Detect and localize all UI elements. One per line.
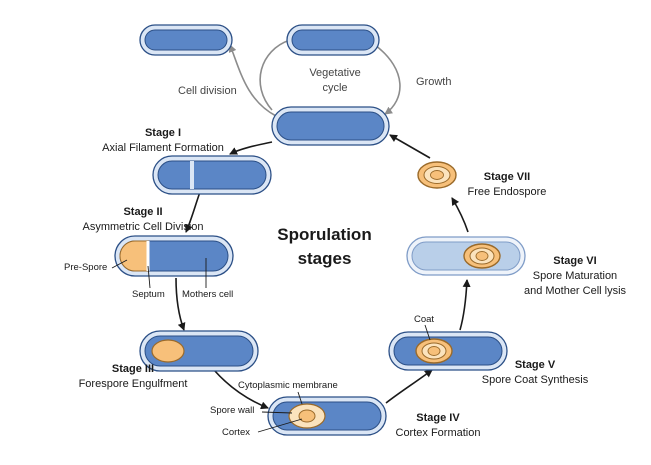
stage-3-title: Stage III (111, 363, 155, 375)
vegetative-line-2: cycle (322, 82, 348, 94)
stage-2-desc: Asymmetric Cell Division (82, 221, 204, 233)
stage-3-desc: Forespore Engulfment (78, 378, 188, 390)
stage-3-label: Stage III Forespore Engulfment (48, 362, 218, 392)
diagram-title: Sporulation stages (262, 223, 387, 271)
arrow-stage-2-to-3 (175, 277, 186, 331)
cytoplasmic-membrane-leader (297, 391, 303, 405)
arrow-stage-3-to-4 (213, 369, 269, 410)
growth-label: Growth (416, 76, 452, 88)
stage-1-cell (152, 155, 272, 195)
title-line-2: stages (297, 249, 352, 268)
stage-1-title: Stage I (144, 127, 182, 139)
stage-6-desc-line-1: Spore Maturation (532, 270, 618, 282)
stage-6-label: Stage VI Spore Maturation and Mother Cel… (500, 254, 650, 299)
stage-7-title: Stage VII (483, 171, 531, 183)
stage-4-title: Stage IV (416, 412, 460, 424)
arrow-stage-5-to-6 (459, 279, 471, 331)
stage-7-desc: Free Endospore (467, 186, 547, 198)
vegetative-cycle-label: Vegetative cycle (295, 66, 375, 96)
coat-label: Coat (414, 314, 435, 325)
stage-7-endospore (417, 161, 457, 189)
stage-2-cell (114, 235, 234, 277)
coat-leader (424, 324, 431, 341)
stage-4-cell (267, 396, 387, 436)
septum-leader (147, 265, 151, 289)
stage-2-title: Stage II (123, 206, 163, 218)
vegetative-loop-arrow (259, 39, 291, 111)
stage-3-cell (139, 330, 259, 372)
stage-1-label: Stage I Axial Filament Formation (78, 126, 248, 156)
stage-5-title: Stage V (514, 359, 556, 371)
arrow-stage-1-to-2 (185, 191, 201, 233)
cytoplasmic-membrane-label: Cytoplasmic membrane (238, 380, 338, 391)
stage-1-desc: Axial Filament Formation (102, 142, 224, 154)
stage-6-title: Stage VI (553, 255, 597, 267)
stage-6-desc-line-2: and Mother Cell lysis (523, 285, 627, 297)
daughter-cell-left (139, 24, 233, 56)
cortex-leader (257, 418, 303, 433)
arrow-to-stage-1 (229, 141, 273, 155)
vegetative-line-1: Vegetative (309, 67, 361, 79)
vegetative-cell (271, 106, 390, 146)
arrow-stage-6-to-7 (451, 197, 469, 233)
stage-6-cell (406, 236, 526, 276)
stage-5-cell (388, 331, 508, 371)
title-line-1: Sporulation (277, 225, 372, 244)
pre-spore-label: Pre-Spore (64, 262, 108, 273)
growth-arrow (374, 44, 401, 115)
arrow-stage-4-to-5 (385, 369, 433, 404)
spore-wall-leader (261, 411, 293, 414)
stage-5-desc: Spore Coat Synthesis (481, 374, 589, 386)
cortex-label: Cortex (222, 427, 250, 438)
septum-label: Septum (132, 289, 165, 300)
cell-division-arrow (228, 44, 277, 117)
stage-5-label: Stage V Spore Coat Synthesis (460, 358, 610, 388)
pre-spore-leader (111, 259, 128, 269)
stage-2-label: Stage II Asymmetric Cell Division (58, 205, 228, 235)
arrow-stage-7-to-vegetative (389, 134, 431, 159)
stage-4-label: Stage IV Cortex Formation (378, 411, 498, 441)
stage-7-label: Stage VII Free Endospore (452, 170, 562, 200)
stage-4-desc: Cortex Formation (395, 427, 481, 439)
daughter-cell-right (286, 24, 380, 56)
spore-wall-label: Spore wall (210, 405, 255, 416)
mothers-cell-label: Mothers cell (182, 289, 234, 300)
cell-division-label: Cell division (178, 85, 237, 97)
